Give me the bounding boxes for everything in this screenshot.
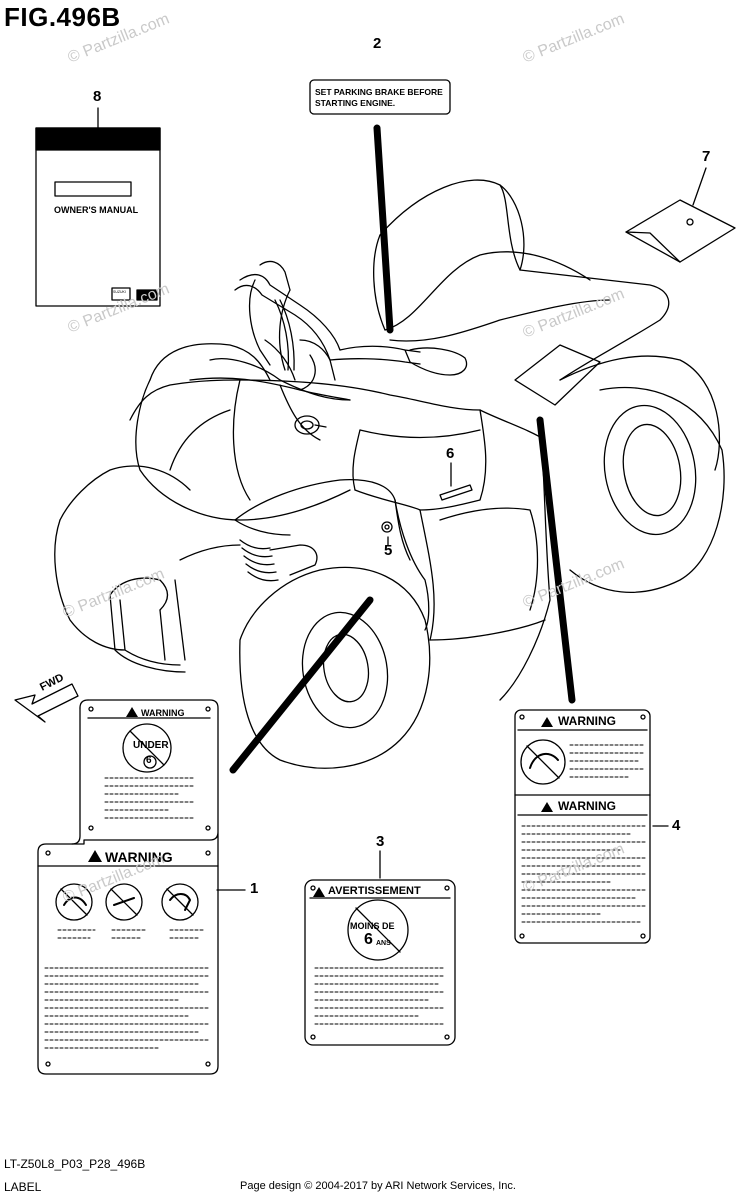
callout-1: 1	[250, 880, 259, 897]
warning-heading-4b: WARNING	[558, 799, 616, 813]
callout-4: 4	[672, 817, 681, 834]
callout-2: 2	[373, 35, 382, 52]
manual-brand: SUZUKI	[113, 290, 126, 294]
section-label: LABEL	[4, 1180, 42, 1194]
moins-number: 6	[364, 931, 373, 948]
avertissement-label	[304, 879, 456, 1046]
moins-de-text: MOINS DE	[350, 921, 395, 931]
under-number: 6	[146, 755, 152, 766]
moins-unit: ANS	[376, 940, 391, 947]
leader-lines	[97, 107, 707, 891]
callout-5: 5	[384, 542, 393, 559]
parking-brake-label	[309, 79, 451, 115]
figure-title: FIG.496B	[4, 2, 121, 32]
callout-3: 3	[376, 833, 385, 850]
model-code: LT-Z50L8_P03_P28_496B	[4, 1157, 146, 1171]
warning-heading-small: WARNING	[141, 708, 185, 718]
callout-8: 8	[93, 88, 102, 105]
parking-label-line2: STARTING ENGINE.	[315, 98, 396, 108]
parking-label-line1: SET PARKING BRAKE BEFORE	[315, 87, 443, 97]
warning-heading-4a: WARNING	[558, 714, 616, 728]
label-pack	[625, 199, 736, 263]
fwd-arrow	[14, 683, 79, 723]
warning-heading-large: WARNING	[105, 849, 173, 865]
callout-6: 6	[446, 445, 455, 462]
warning-label-1	[37, 699, 219, 1075]
avertissement-heading: AVERTISSEMENT	[328, 885, 421, 897]
callout-7: 7	[702, 148, 711, 165]
warning-label-4	[514, 709, 651, 944]
manual-title: OWNER'S MANUAL	[54, 205, 139, 215]
warning-triangles	[88, 707, 553, 897]
owners-manual	[35, 127, 161, 307]
copyright-text: Page design © 2004-2017 by ARI Network S…	[240, 1180, 516, 1192]
under-word: UNDER	[133, 740, 169, 751]
